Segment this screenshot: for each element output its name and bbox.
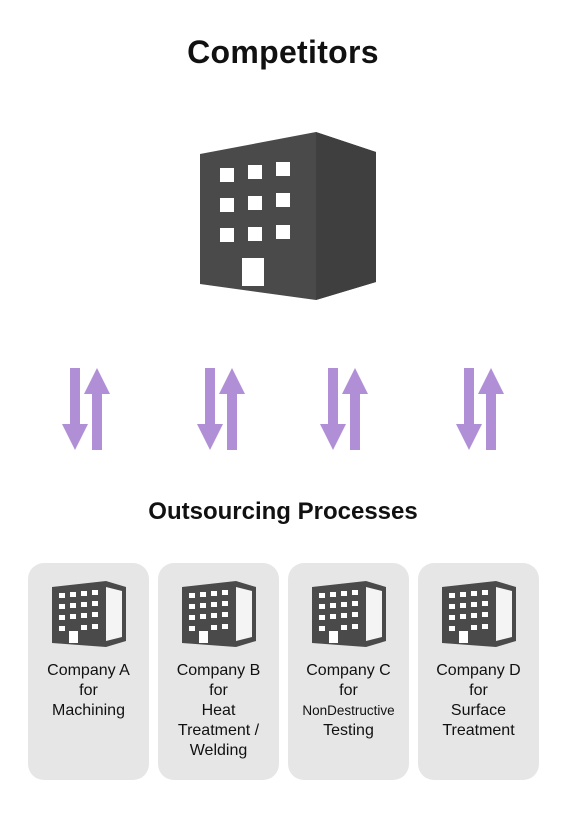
company-card-label: Company D for Surface Treatment (418, 661, 539, 741)
page-title: Competitors (187, 34, 379, 70)
building-icon (200, 132, 376, 300)
company-process: Testing (323, 722, 374, 739)
company-name: Company A (47, 662, 130, 679)
company-process: Machining (52, 702, 125, 719)
bidirectional-arrows-icon (456, 368, 504, 450)
company-card-b: Company B for Heat Treatment / Welding (158, 563, 279, 780)
company-card-label: Company A for Machining (28, 661, 149, 721)
company-name: Company B (176, 662, 261, 679)
company-name: Company C (306, 662, 391, 679)
company-process: Welding (189, 742, 248, 759)
office-building-icon (182, 581, 256, 647)
company-process: NonDestructive (302, 703, 395, 718)
company-line: for (469, 682, 488, 699)
company-line: for (79, 682, 98, 699)
company-card-label: Company C for NonDestructive Testing (288, 661, 409, 741)
section-heading: Outsourcing Processes (148, 498, 418, 525)
company-process: Surface (450, 702, 507, 719)
company-name: Company D (436, 662, 521, 679)
bidirectional-arrows-icon (320, 368, 368, 450)
bidirectional-arrows-icon (197, 368, 245, 450)
office-building-icon (312, 581, 386, 647)
company-process: Heat (201, 702, 236, 719)
bidirectional-arrows-icon (62, 368, 110, 450)
company-process: Treatment (442, 722, 515, 739)
office-building-icon (52, 581, 126, 647)
company-process: Treatment / (177, 722, 260, 739)
company-card-c: Company C for NonDestructive Testing (288, 563, 409, 780)
company-line: for (209, 682, 228, 699)
company-card-a: Company A for Machining (28, 563, 149, 780)
company-card-d: Company D for Surface Treatment (418, 563, 539, 780)
office-building-icon (442, 581, 516, 647)
company-line: for (339, 682, 358, 699)
company-card-label: Company B for Heat Treatment / Welding (158, 661, 279, 761)
